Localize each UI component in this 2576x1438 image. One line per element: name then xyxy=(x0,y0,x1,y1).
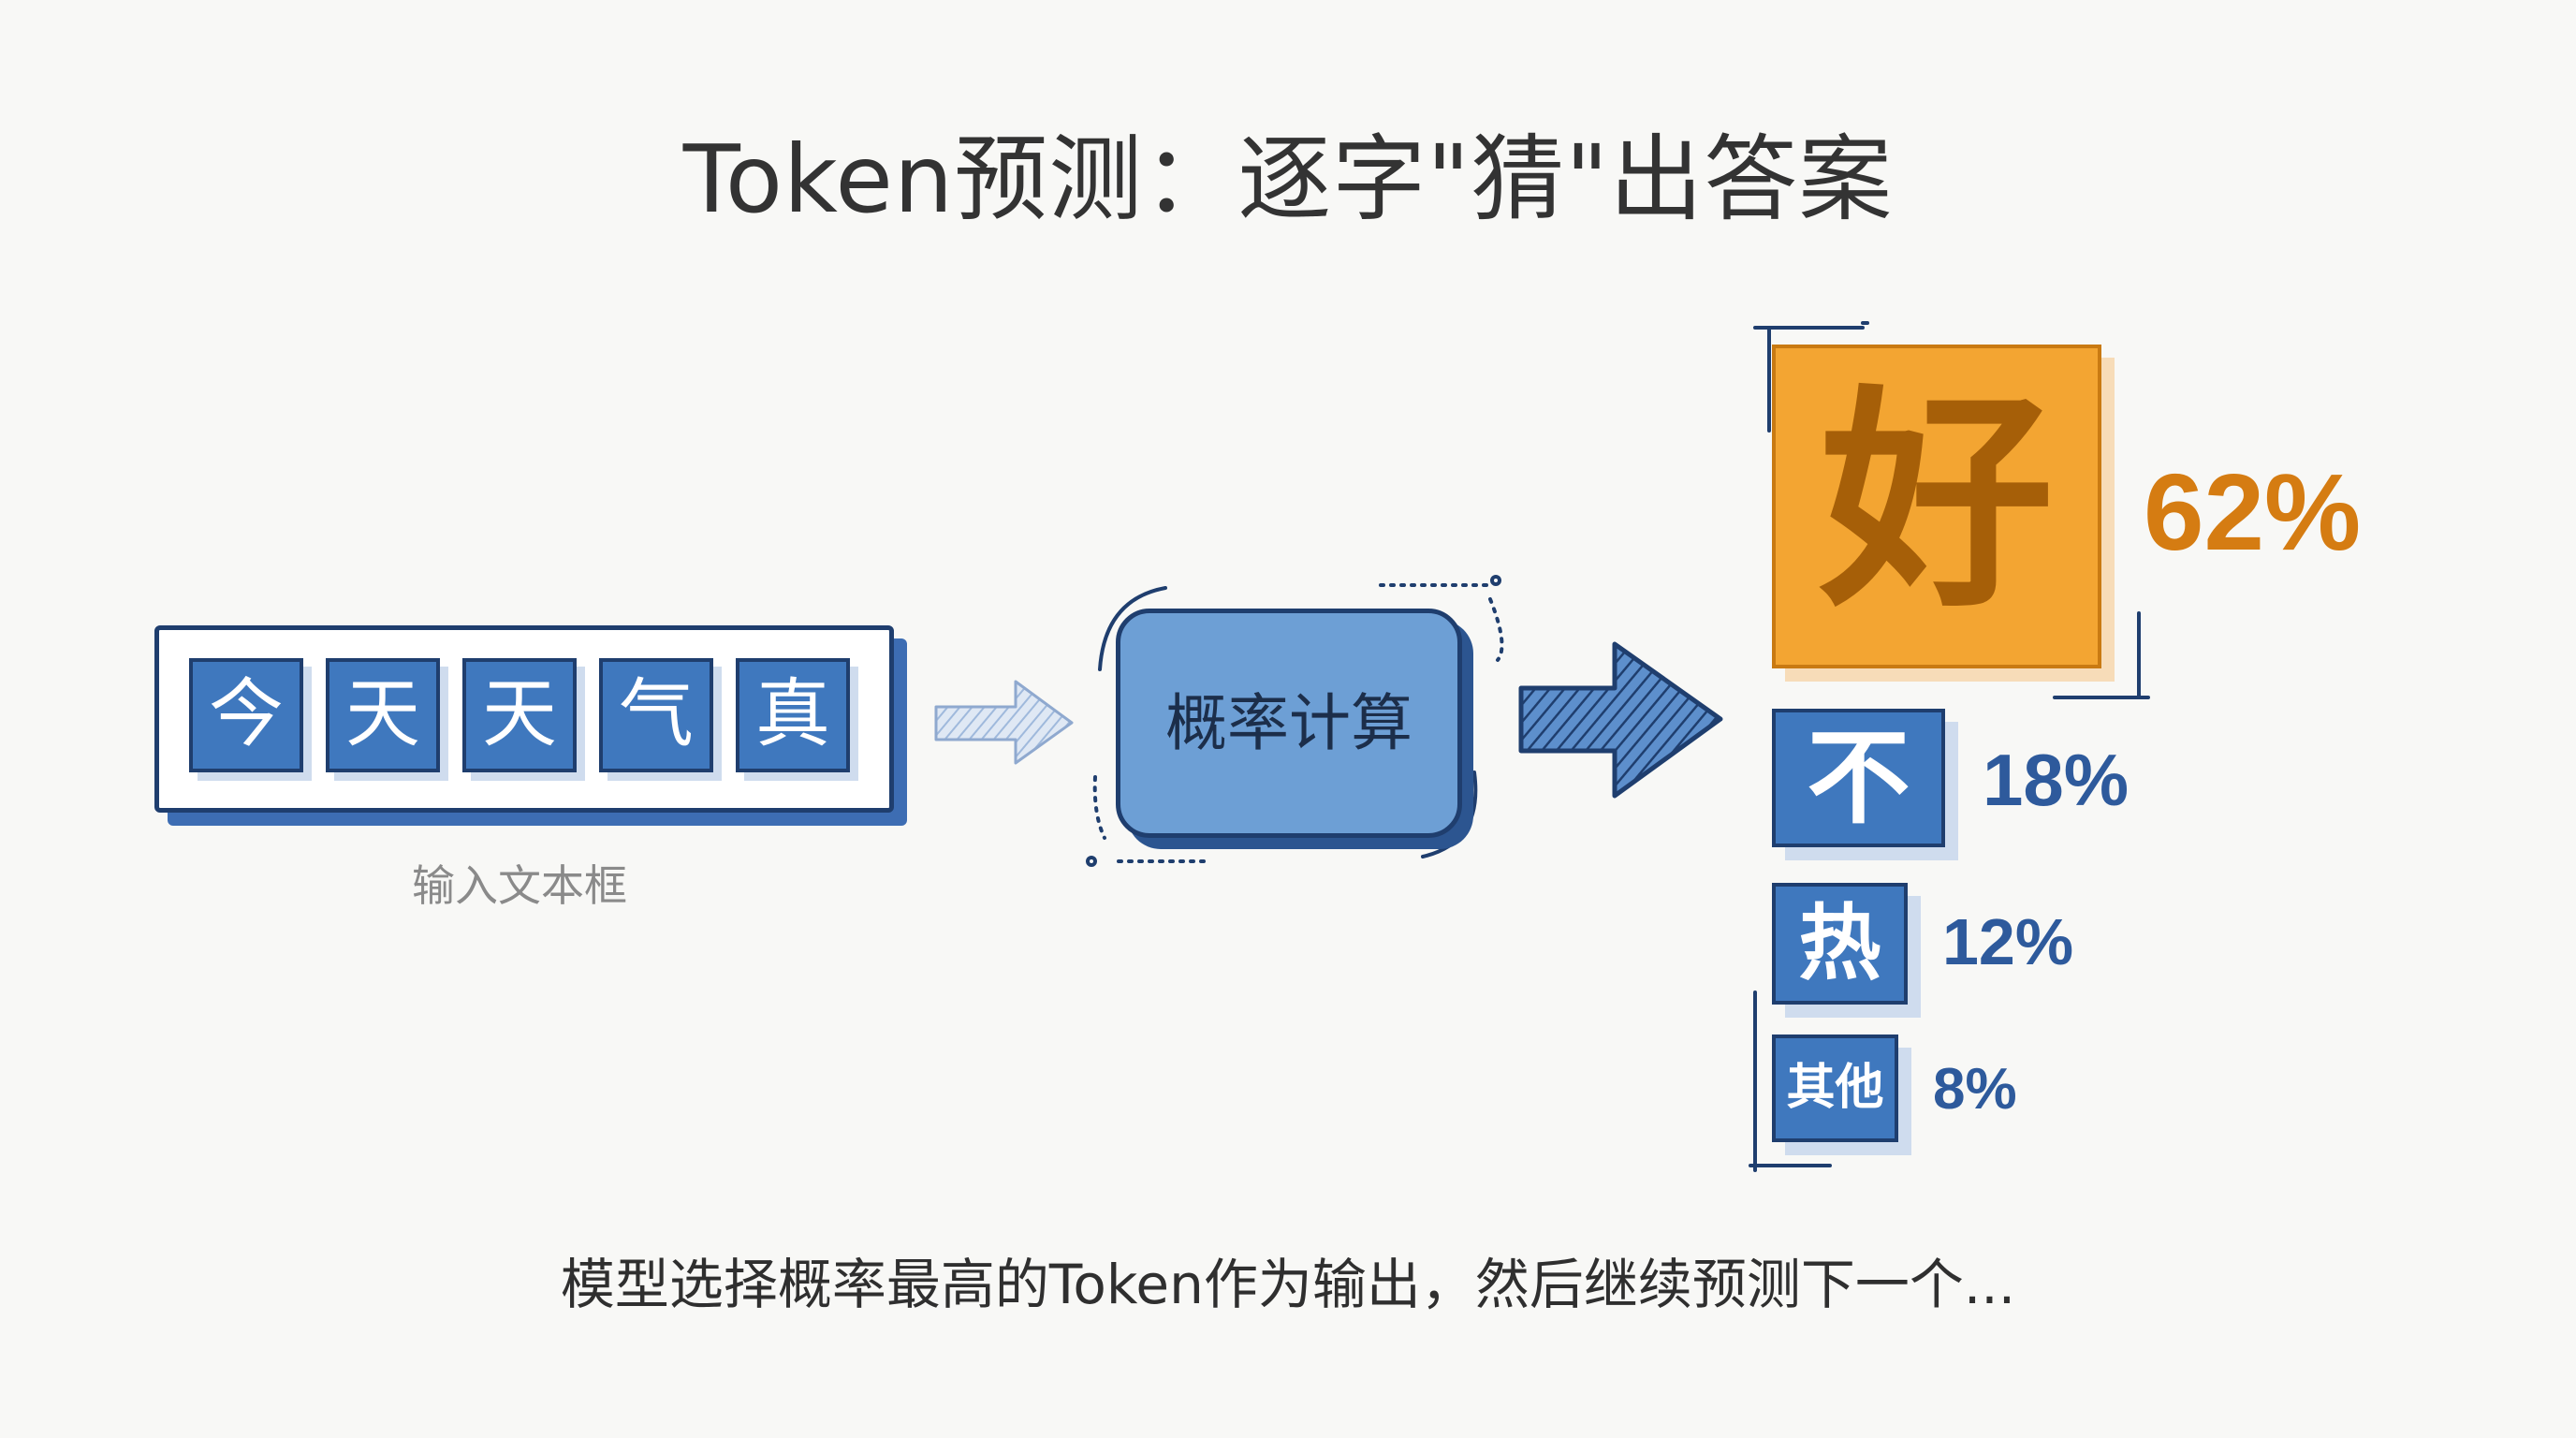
flow-arrow-icon xyxy=(1518,641,1723,799)
probability-calculation-box: 概率计算 xyxy=(1116,609,1462,838)
input-box-label: 输入文本框 xyxy=(412,860,627,911)
input-token: 天 xyxy=(326,658,440,772)
caption-text: 模型选择概率最高的Token作为输出，然后继续预测下一个... xyxy=(560,1253,2016,1316)
page-title: Token预测：逐字"猜"出答案 xyxy=(682,125,1894,234)
prediction-token: 其他 xyxy=(1772,1034,1898,1142)
sketch-marks xyxy=(1749,321,2150,1172)
prediction-probability: 18% xyxy=(1983,739,2130,821)
sketch-marks xyxy=(1086,575,1504,867)
input-token: 真 xyxy=(736,658,850,772)
input-token: 天 xyxy=(462,658,577,772)
prediction-probability: 8% xyxy=(1933,1057,2017,1122)
prediction-probability-top: 62% xyxy=(2144,451,2362,573)
prediction-token: 不 xyxy=(1772,709,1945,847)
flow-arrow-icon xyxy=(934,680,1074,765)
prediction-probability: 12% xyxy=(1942,905,2074,978)
input-token: 气 xyxy=(599,658,713,772)
prediction-token-top: 好 xyxy=(1772,345,2101,668)
input-token: 今 xyxy=(189,658,303,772)
prediction-token: 热 xyxy=(1772,883,1908,1005)
